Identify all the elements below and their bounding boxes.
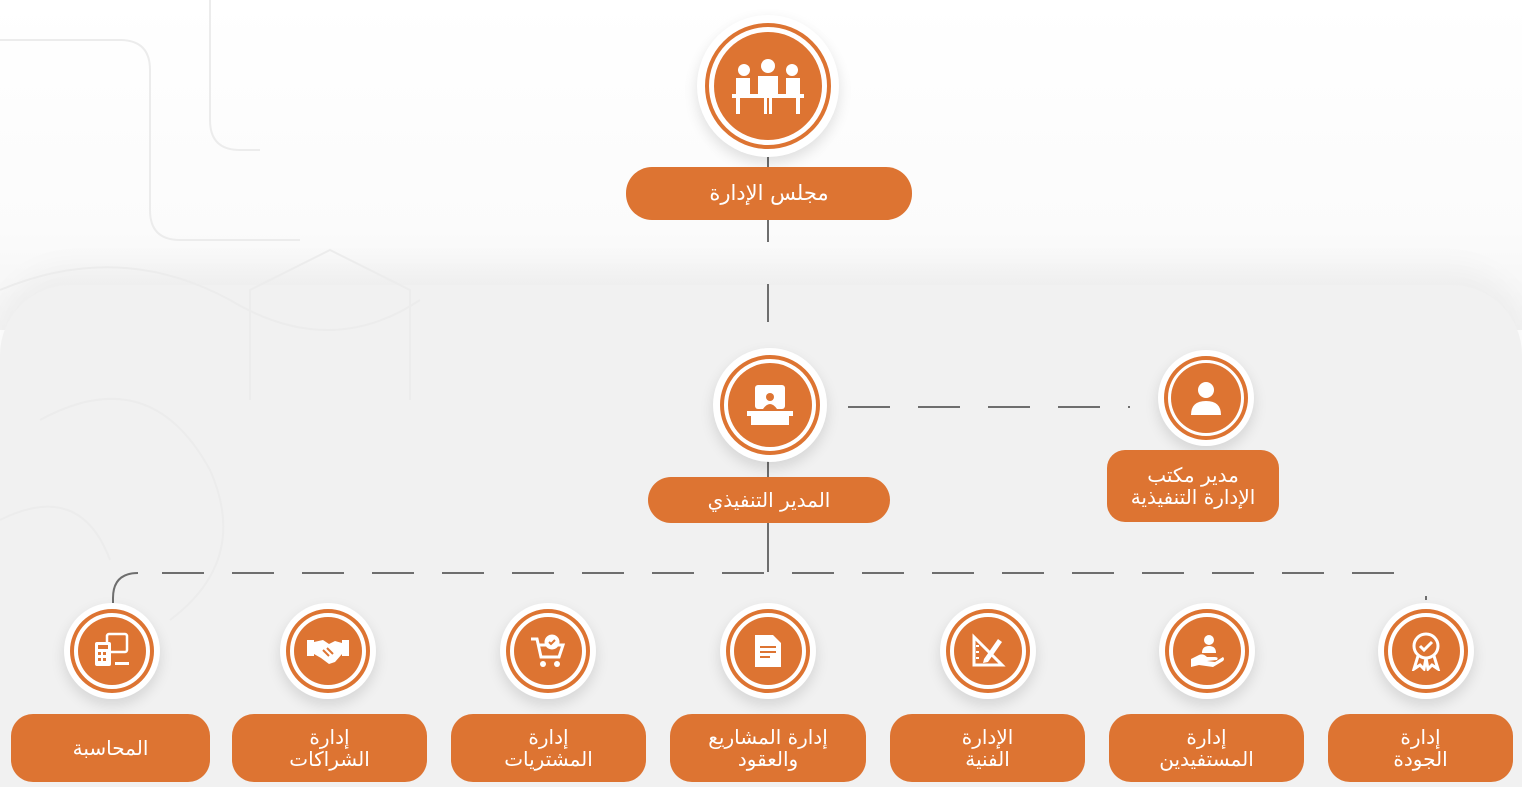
- handshake-icon: [307, 640, 349, 664]
- dept-accounting-node: [64, 603, 160, 699]
- ceo-label: المدير التنفيذي: [648, 477, 890, 523]
- dept-partnerships-node: [280, 603, 376, 699]
- office-manager-node: [1158, 350, 1254, 446]
- office-manager-label: مدير مكتب الإدارة التنفيذية: [1107, 450, 1279, 522]
- contract-document-icon: [755, 635, 781, 667]
- board-label: مجلس الإدارة: [626, 167, 912, 220]
- beneficiary-hand-icon: [1191, 635, 1224, 667]
- connector-left-corner: [112, 572, 139, 603]
- dept-technical-node: [940, 603, 1036, 699]
- dept-quality-node: [1378, 603, 1474, 699]
- dept-purchases-node: [500, 603, 596, 699]
- board-meeting-icon: [732, 59, 804, 114]
- quality-badge-icon: [1411, 632, 1441, 671]
- dept-beneficiaries-node: [1159, 603, 1255, 699]
- ceo-node: [713, 348, 827, 462]
- dept-projects-node: [720, 603, 816, 699]
- dept-accounting-label: المحاسبة: [11, 714, 210, 782]
- shopping-cart-icon: [531, 634, 566, 667]
- person-icon: [1191, 382, 1221, 415]
- board-node: [697, 15, 839, 157]
- executive-desk-icon: [747, 385, 793, 425]
- accounting-calculator-icon: [95, 632, 129, 666]
- technical-ruler-pen-icon: [972, 633, 1006, 667]
